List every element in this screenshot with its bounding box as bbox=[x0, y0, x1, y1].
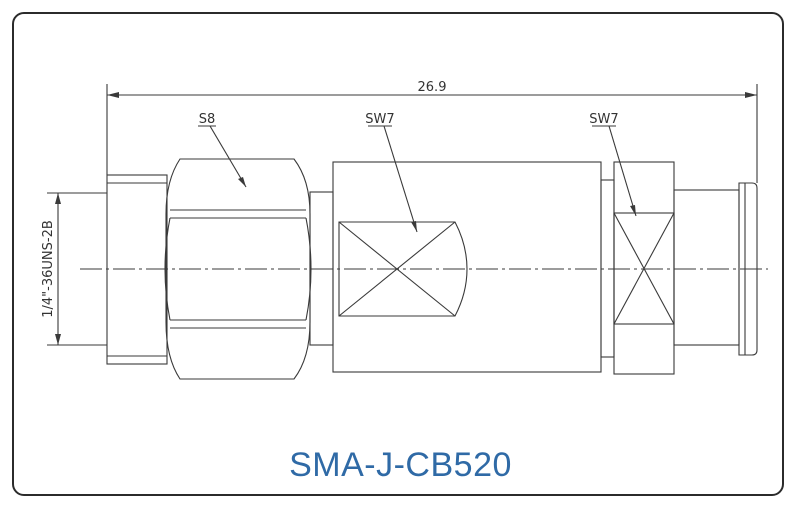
overall-dimension: 26.9 bbox=[106, 80, 758, 183]
arrow-left bbox=[107, 92, 119, 98]
arrow-down bbox=[55, 334, 61, 345]
arrow-right bbox=[745, 92, 757, 98]
thread-label: 1/4"-36UNS-2B bbox=[41, 220, 56, 318]
body-leader-arrow bbox=[411, 221, 417, 232]
part-number-title: SMA-J-CB520 bbox=[289, 446, 512, 484]
hex-nut: S8 bbox=[164, 112, 312, 380]
drawing-frame bbox=[12, 12, 784, 496]
overall-length-label: 26.9 bbox=[418, 80, 447, 95]
rear-leader-arrow bbox=[630, 205, 636, 216]
body-wrench-label: SW7 bbox=[365, 112, 394, 127]
main-body: SW7 bbox=[332, 112, 602, 373]
hex-label: S8 bbox=[199, 112, 216, 127]
arrow-up bbox=[55, 193, 61, 204]
rear-wrench-label: SW7 bbox=[589, 112, 618, 127]
rear-hex: SW7 bbox=[589, 112, 675, 375]
hex-leader-arrow bbox=[238, 177, 246, 187]
thread-dimension: 1/4"-36UNS-2B bbox=[41, 192, 107, 346]
